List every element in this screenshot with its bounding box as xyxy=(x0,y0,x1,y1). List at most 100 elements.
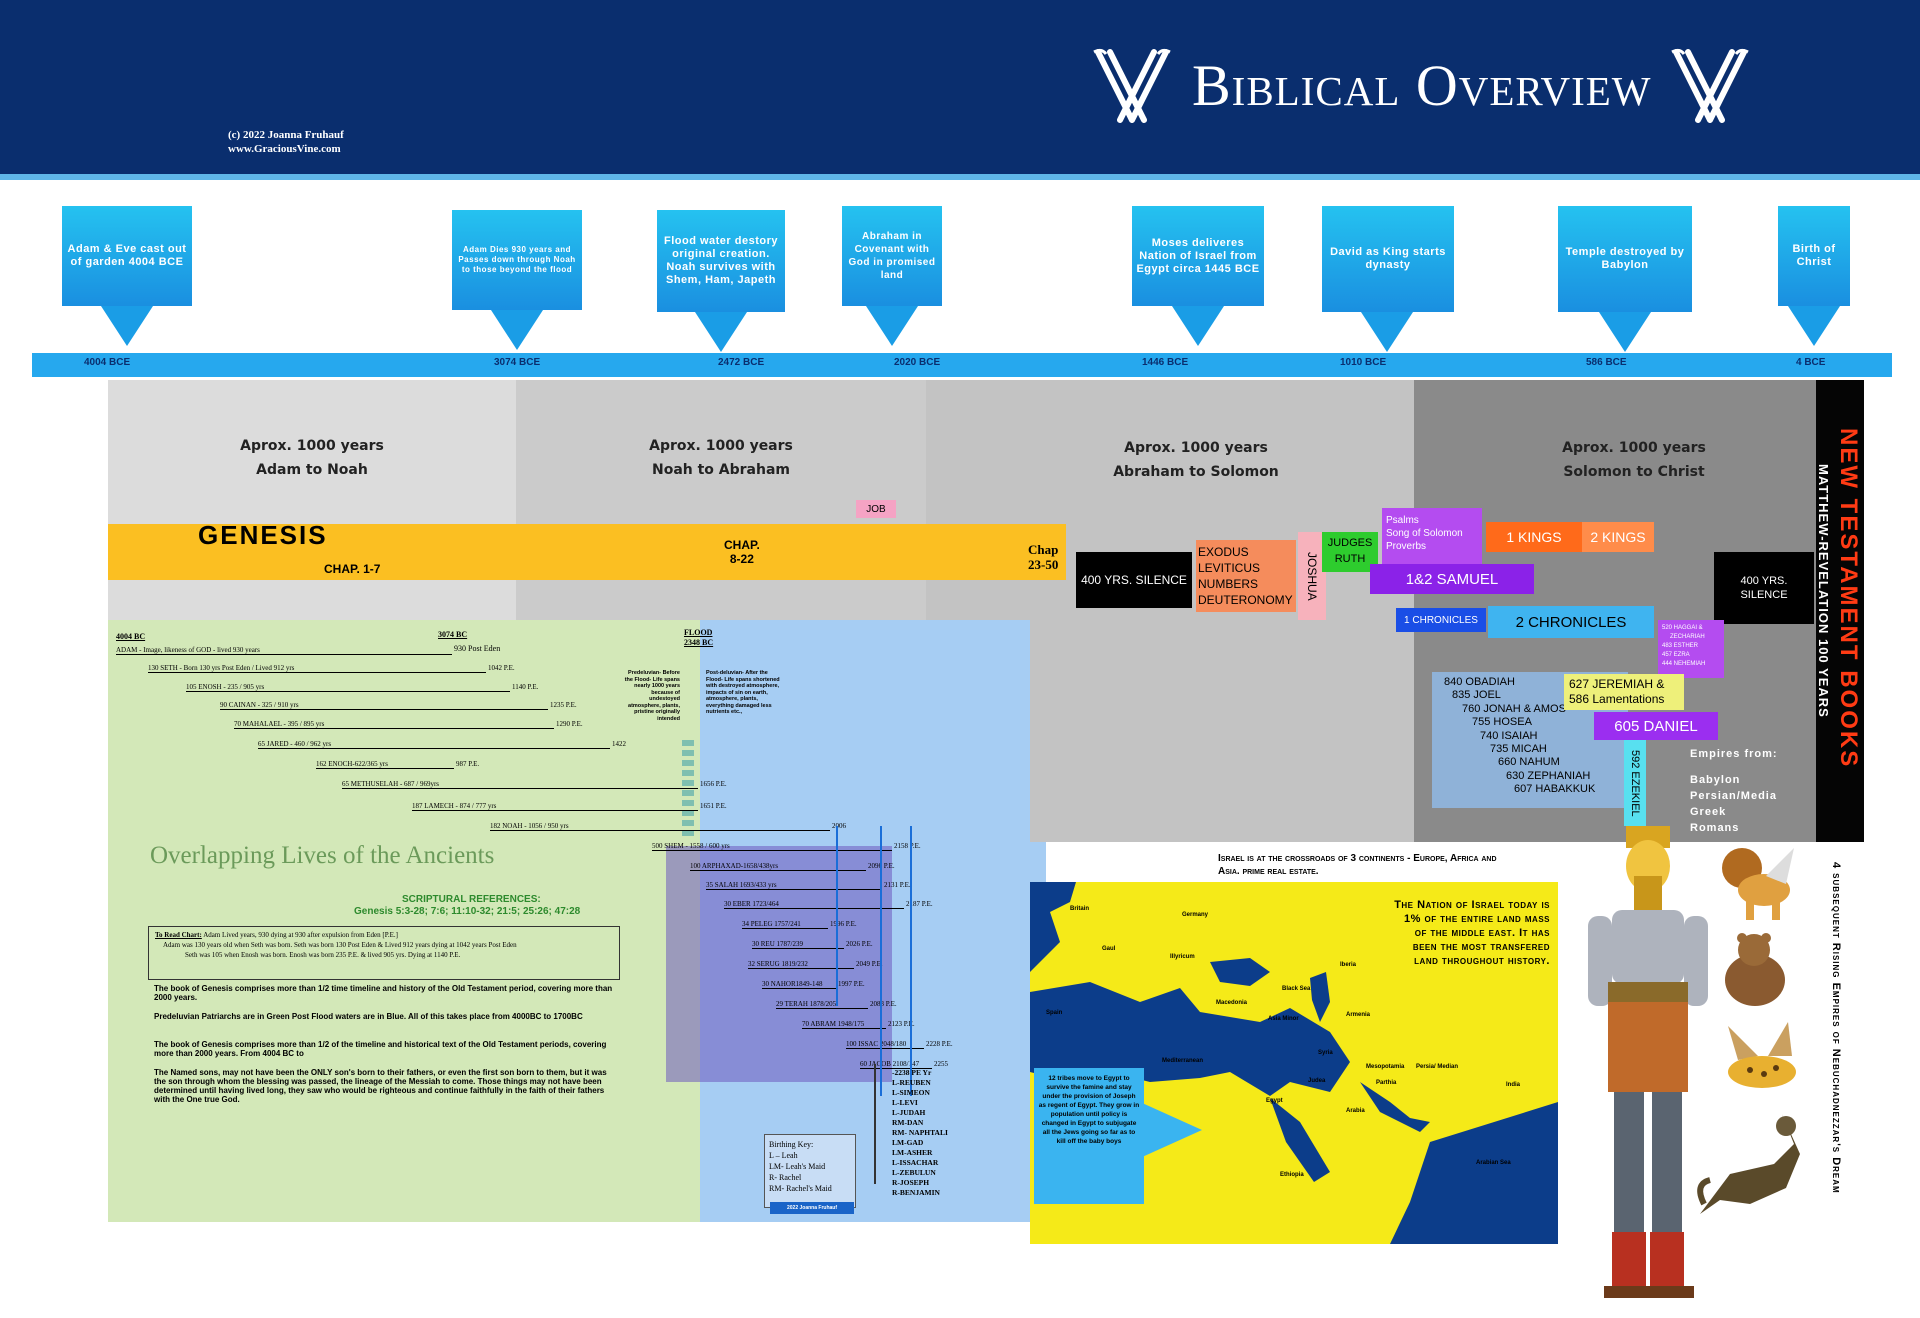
timeline-label: 2020 BCE xyxy=(894,357,941,368)
lifespan-row: 30 REU 1787/239 xyxy=(752,940,844,949)
lifeline-vertical xyxy=(836,826,838,1006)
postdeluvian-note: Post-deluvian- After the Flood- Life spa… xyxy=(706,670,780,715)
tribes-note: 12 tribes move to Egypt to survive the f… xyxy=(1034,1068,1144,1204)
callout-pointer xyxy=(1599,312,1651,352)
lifespan-row: 100 ISSAC 2048/180 xyxy=(846,1040,924,1049)
post-eden-label: 930 Post Eden xyxy=(454,644,501,653)
book-ezekiel: 592 EZEKIEL xyxy=(1624,740,1646,826)
copyright-block: (c) 2022 Joanna Fruhauf www.GraciousVine… xyxy=(228,128,344,156)
lifeline-vertical xyxy=(880,826,882,1096)
lifespan-end: 2228 P.E. xyxy=(926,1040,953,1048)
lifeline-vertical xyxy=(910,826,912,1096)
israel-note: The Nation of Israel today is 1% of the … xyxy=(1394,899,1550,967)
mid-year: 3074 BC xyxy=(438,630,468,639)
lifespan-end: 2131 P.E. xyxy=(884,881,911,889)
vine-logo-left-icon xyxy=(1093,48,1171,123)
callout-pointer xyxy=(695,312,747,352)
dragon-beast-icon xyxy=(1697,1114,1800,1214)
book-job: JOB xyxy=(856,500,896,518)
map-label: Mediterranean xyxy=(1162,1058,1204,1064)
map-label: Gaul xyxy=(1102,946,1116,952)
map-label: Illyricum xyxy=(1170,954,1195,960)
map-label: Egypt xyxy=(1266,1098,1283,1104)
flood-year: 2348 BC xyxy=(684,638,714,647)
timeline-label: 4 BCE xyxy=(1796,357,1826,368)
map-label: Parthia xyxy=(1376,1080,1397,1086)
lifespan-row: 29 TERAH 1878/205 xyxy=(776,1000,868,1009)
genesis-paragraph-2: Predeluvian Patriarchs are in Green Post… xyxy=(154,1012,583,1021)
callout-abraham: Abraham in Covenant with God in promised… xyxy=(842,206,942,306)
book-1-chronicles: 1 CHRONICLES xyxy=(1396,608,1486,632)
callout-pointer xyxy=(101,306,153,346)
genesis-chap-1-7: CHAP. 1-7 xyxy=(324,562,381,576)
lifespan-end: 1656 P.E. xyxy=(700,780,727,788)
map-label: Ethiopia xyxy=(1280,1172,1304,1178)
references-text: Genesis 5:3-28; 7:6; 11:10-32; 21:5; 25:… xyxy=(354,906,581,917)
callout-pointer xyxy=(866,306,918,346)
lifespan-end: 2255 xyxy=(934,1060,948,1068)
ancients-title: Overlapping Lives of the Ancients xyxy=(150,842,495,869)
genesis-paragraph-1: The book of Genesis comprises more than … xyxy=(154,984,613,1002)
map-label: India xyxy=(1506,1082,1521,1088)
lifespan-row: 32 SERUG 1819/232 xyxy=(748,960,854,969)
callout-flood: Flood water destory original creation. N… xyxy=(657,210,785,312)
callout-adam-eve: Adam & Eve cast out of garden 4004 BCE xyxy=(62,206,192,306)
lifespan-end: 2158 P.E. xyxy=(894,842,921,850)
genesis-chap-8-22: CHAP.8-22 xyxy=(724,538,760,566)
map-label: Judea xyxy=(1308,1078,1326,1084)
jacob-lineline xyxy=(874,1064,876,1184)
lifespan-row: ADAM - Image, likeness of GOD - lived 93… xyxy=(116,646,452,655)
credit-badge: 2022 Joanna Fruhauf xyxy=(770,1202,854,1214)
empires-vertical-caption: 4 subsequent Rising Empires of Nebuchadn… xyxy=(1830,862,1842,1194)
lifespan-end: 2026 P.E. xyxy=(846,940,873,948)
lifespan-row: 182 NOAH - 1056 / 950 yrs xyxy=(490,822,830,831)
lifespan-row: 65 JARED - 460 / 962 yrs xyxy=(258,740,610,749)
lifespan-row: 187 LAMECH - 874 / 777 yrs xyxy=(412,802,698,811)
silence-block-1: 400 YRS. SILENCE xyxy=(1076,552,1192,608)
book-joshua: JOSHUA xyxy=(1298,532,1326,620)
book-daniel: 605 DANIEL xyxy=(1594,712,1718,740)
lifespan-end: 1290 P.E. xyxy=(556,720,583,728)
book-2-chronicles: 2 CHRONICLES xyxy=(1488,606,1654,638)
bear-beast-icon xyxy=(1725,933,1785,1006)
genesis-title: GENESIS xyxy=(198,520,328,550)
lifespan-end: 2123 P.E. xyxy=(888,1020,915,1028)
header-divider xyxy=(0,174,1920,180)
lifespan-end: 1140 P.E. xyxy=(512,683,539,691)
timeline-label: 4004 BCE xyxy=(84,357,131,368)
callout-pointer xyxy=(491,310,543,350)
jeremiah-block: 627 JEREMIAH &586 Lamentations xyxy=(1564,674,1684,710)
patriarch-overlay xyxy=(666,846,892,1082)
page-title: Biblical Overview xyxy=(1192,53,1652,118)
lifespan-end: 1997 P.E. xyxy=(838,980,865,988)
lifespan-end: 1235 P.E. xyxy=(550,701,577,709)
website-link[interactable]: www.GraciousVine.com xyxy=(228,143,341,155)
map-label: Spain xyxy=(1046,1010,1063,1016)
lifespan-row: 70 MAHALAEL - 395 / 895 yrs xyxy=(234,720,554,729)
map-label: Arabia xyxy=(1346,1108,1365,1114)
callout-pointer xyxy=(1788,306,1840,346)
map-label: Britain xyxy=(1070,906,1090,912)
lifespan-end: 987 P.E. xyxy=(456,760,480,768)
nt-panel xyxy=(1816,380,1864,842)
callout-pointer xyxy=(1172,306,1224,346)
lifespan-row: 34 PELEG 1757/241 xyxy=(742,920,828,929)
callout-pointer xyxy=(1361,312,1413,352)
nt-books-title: NEW TESTAMENT BOOKS xyxy=(1835,428,1862,769)
flood-wave xyxy=(682,740,694,840)
map-label: Asia Minor xyxy=(1268,1016,1299,1022)
lifespan-row: 105 ENOSH - 235 / 905 yrs xyxy=(186,683,510,692)
lion-beast-icon xyxy=(1722,848,1794,920)
lifespan-row: 500 SHEM - 1558 / 600 yrs xyxy=(652,842,892,851)
callout-moses: Moses deliveres Nation of Israel from Eg… xyxy=(1132,206,1264,306)
